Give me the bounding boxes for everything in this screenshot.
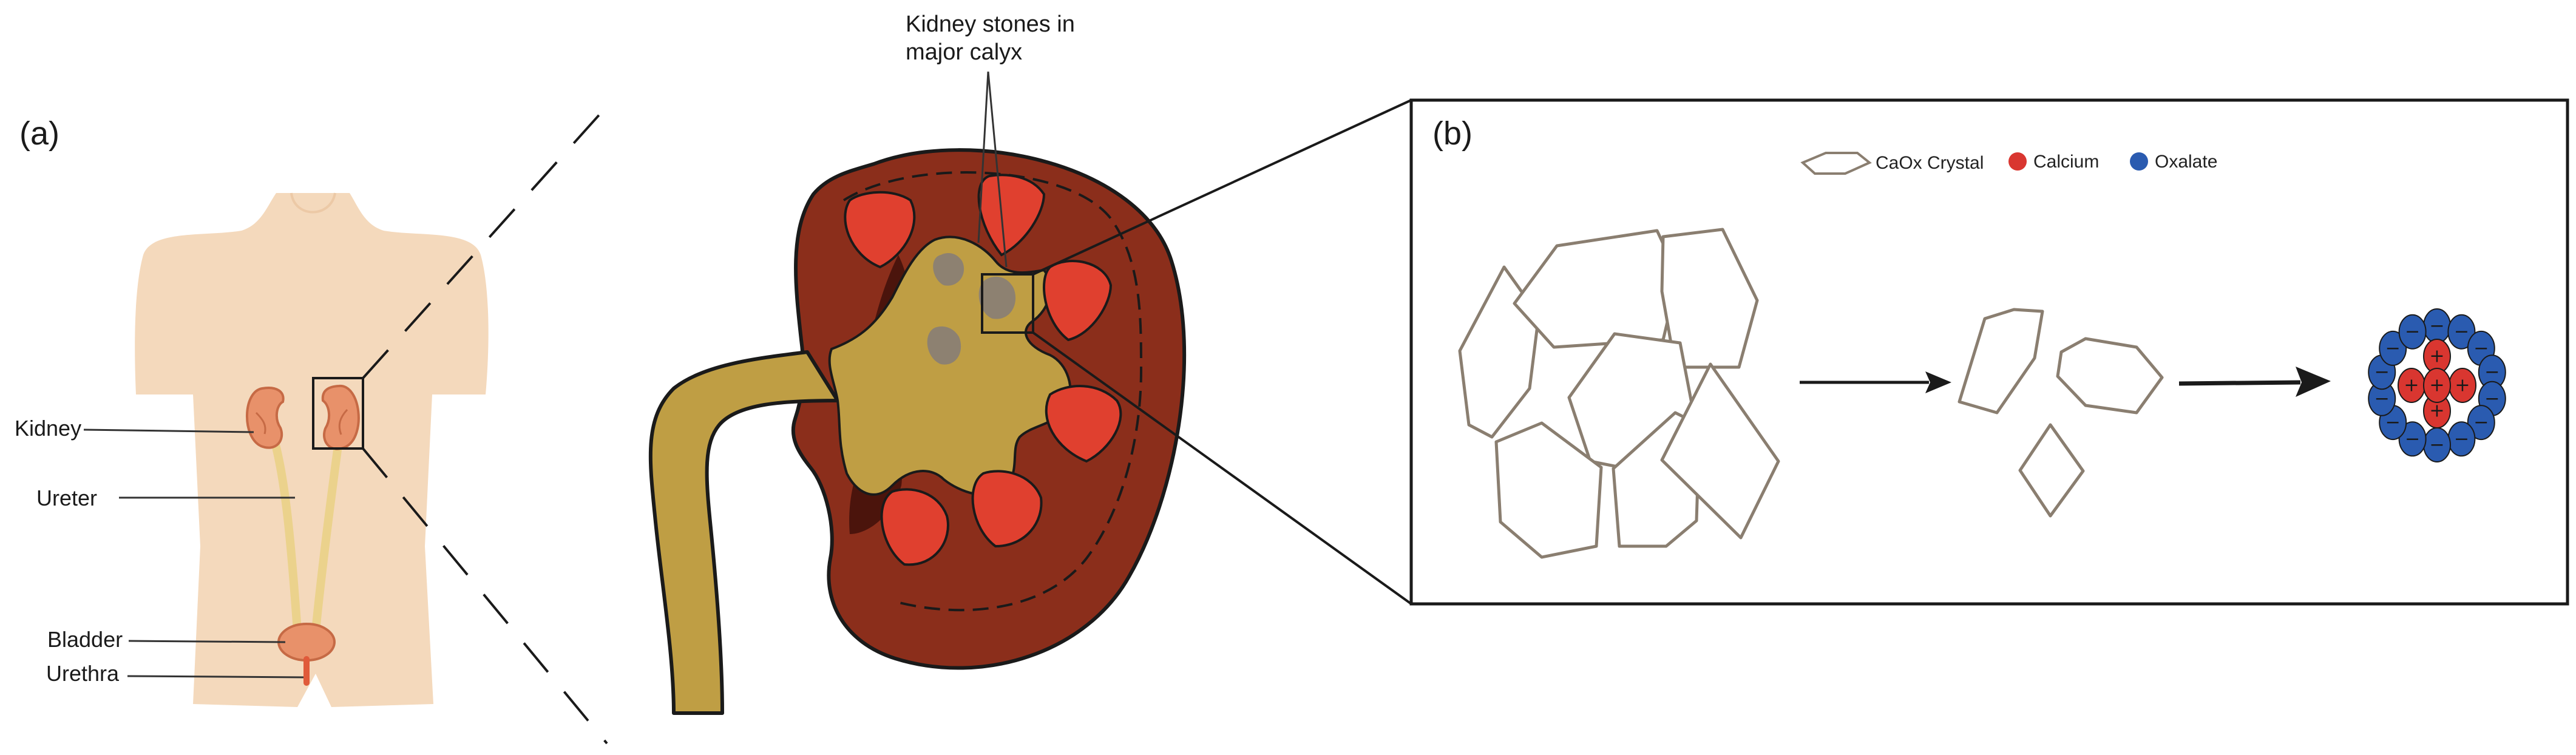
aggregated-crystals bbox=[1458, 228, 1780, 559]
pyramid-2 bbox=[977, 174, 1046, 257]
panel-a-label: (a) bbox=[19, 115, 59, 152]
oxalate-ion-sign: − bbox=[2429, 435, 2444, 456]
oxalate-ion-sign: − bbox=[2405, 428, 2420, 450]
panel-b-label: (b) bbox=[1432, 115, 1473, 152]
legend-crystal-icon bbox=[1800, 152, 1872, 175]
calcium-ion-sign: + bbox=[2429, 375, 2444, 396]
ureter-right bbox=[311, 428, 344, 635]
kidney-left-small bbox=[246, 387, 285, 449]
oxalate-ion-sign: − bbox=[2374, 388, 2390, 409]
calcium-ion-sign: + bbox=[2404, 375, 2419, 396]
oxalate-ion-sign: − bbox=[2484, 388, 2500, 409]
oxalate-ion-sign: − bbox=[2405, 321, 2420, 342]
legend-calcium-icon bbox=[2008, 152, 2027, 171]
legend-crystal-label: CaOx Crystal bbox=[1876, 153, 1984, 173]
oxalate-ion-sign: − bbox=[2473, 337, 2489, 359]
human-body-illustration bbox=[135, 192, 489, 707]
label-ureter: Ureter bbox=[36, 486, 97, 510]
arrow-aggregation-to-crystals bbox=[1800, 371, 1951, 393]
ion-cluster: −−−−−−−−−−−−−−+++++ bbox=[2368, 308, 2506, 462]
kidney-cross-section bbox=[648, 148, 1187, 715]
kidney-stone-1 bbox=[933, 253, 964, 286]
ureter-left bbox=[268, 428, 302, 635]
body-labels: Kidney Ureter Bladder Urethra bbox=[15, 416, 304, 686]
zoom-box-stone bbox=[981, 273, 1034, 334]
separate-crystals bbox=[1957, 308, 2164, 518]
bladder-organ bbox=[277, 623, 336, 662]
callout-line-1: Kidney stones in bbox=[906, 12, 1075, 37]
calcium-ion bbox=[2423, 368, 2451, 403]
calcium-ion-sign: + bbox=[2429, 346, 2444, 367]
label-bladder: Bladder bbox=[47, 627, 123, 652]
legend-oxalate-icon bbox=[2130, 152, 2148, 171]
oxalate-ion-sign: − bbox=[2473, 412, 2489, 433]
panel-b-connector-lines bbox=[1032, 99, 1412, 605]
zoom-projection-lines bbox=[362, 105, 608, 745]
arrow-crystals-to-ions bbox=[2178, 367, 2331, 397]
callout-line-2: major calyx bbox=[906, 39, 1022, 65]
legend-oxalate-label: Oxalate bbox=[2155, 152, 2217, 172]
calcium-ion-sign: + bbox=[2455, 375, 2470, 396]
legend: CaOx Crystal Calcium Oxalate bbox=[1800, 152, 2217, 175]
pyramid-5 bbox=[971, 470, 1043, 548]
oxalate-ion-sign: − bbox=[2374, 362, 2390, 383]
zoom-box-small bbox=[312, 377, 364, 450]
oxalate-ion-sign: − bbox=[2454, 428, 2469, 450]
oxalate-ion bbox=[2467, 405, 2495, 441]
oxalate-ion bbox=[2379, 330, 2407, 366]
torso-silhouette bbox=[135, 193, 489, 707]
oxalate-ion bbox=[2398, 421, 2427, 457]
oxalate-ion-sign: − bbox=[2454, 321, 2469, 342]
oxalate-ion-sign: − bbox=[2429, 316, 2444, 337]
label-urethra: Urethra bbox=[46, 661, 120, 686]
kidney-stone-2 bbox=[978, 276, 1016, 319]
pyramid-3 bbox=[1043, 260, 1113, 342]
oxalate-ion-sign: − bbox=[2385, 412, 2401, 433]
ureter-tube bbox=[648, 350, 839, 715]
oxalate-ion-sign: − bbox=[2385, 337, 2401, 359]
pyramid-6 bbox=[880, 488, 949, 566]
oxalate-ion bbox=[2398, 314, 2427, 350]
oxalate-ion-sign: − bbox=[2484, 362, 2500, 383]
pyramid-4 bbox=[1045, 385, 1122, 463]
pyramid-1 bbox=[844, 191, 916, 269]
oxalate-ion bbox=[2447, 314, 2476, 350]
label-kidney: Kidney bbox=[15, 416, 81, 441]
kidney-stone-3 bbox=[927, 326, 961, 365]
stone-callout: Kidney stones in major calyx bbox=[906, 12, 1075, 268]
legend-calcium-label: Calcium bbox=[2033, 152, 2099, 172]
calcium-ion-sign: + bbox=[2429, 401, 2444, 422]
